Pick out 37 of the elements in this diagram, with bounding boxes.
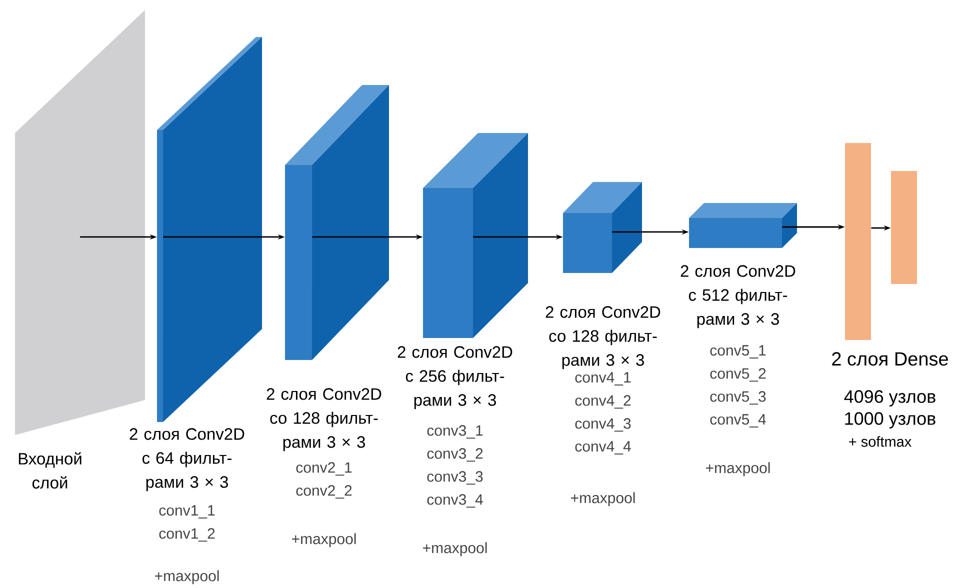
layer-name: conv3_2	[427, 448, 483, 462]
layer-name: conv4_4	[575, 441, 631, 454]
layer-name: conv3_4	[427, 494, 483, 508]
layer-name: conv3_3	[427, 471, 483, 485]
dense-caption: 1000 узлов	[845, 412, 936, 428]
layer-block	[285, 85, 389, 360]
layer-name: conv1_1	[159, 505, 215, 518]
layer-name: conv4_2	[575, 395, 631, 409]
layer-name: conv5_2	[710, 368, 766, 382]
dense-bar	[891, 170, 917, 284]
layer-block	[689, 203, 797, 248]
layer-caption: 2 слоя Conv2D с 64 фильт- рами 3 × 3	[130, 428, 244, 492]
dense-bar	[845, 143, 871, 340]
layer-name: conv4_3	[575, 418, 631, 432]
layer-name: conv1_2	[159, 528, 215, 542]
layer-name: conv5_3	[710, 391, 766, 405]
layer-block	[423, 132, 528, 338]
layer-caption: 2 слоя Conv2D с 256 фильт- рами 3 × 3	[398, 346, 512, 410]
layer-caption: 2 слоя Conv2D со 128 фильт- рами 3 × 3	[546, 306, 660, 370]
layer-name: conv4_1	[575, 372, 631, 386]
layer-block	[563, 182, 642, 273]
layer-name: +maxpool	[571, 492, 635, 506]
layer-name: +maxpool	[423, 542, 487, 556]
layer-name: +maxpool	[292, 533, 356, 548]
layer-caption: Входной слой	[18, 452, 82, 489]
dense-caption: + softmax	[849, 436, 912, 447]
layer-name: +maxpool	[155, 570, 219, 584]
layer-block	[157, 37, 262, 422]
layer-caption: 2 слоя Conv2D со 128 фильт- рами 3 × 3	[266, 388, 382, 452]
layer-name: conv2_2	[296, 485, 352, 499]
layer-name: conv2_1	[296, 462, 352, 476]
dense-caption: 4096 узлов	[844, 390, 936, 406]
layer-name: conv5_4	[710, 414, 766, 428]
layer-name: +maxpool	[706, 462, 770, 476]
layer-name: conv3_1	[427, 425, 483, 439]
layer-caption: 2 слоя Conv2D с 512 фильт- рами 3 × 3	[680, 265, 796, 328]
layer-name: conv5_1	[710, 345, 766, 358]
